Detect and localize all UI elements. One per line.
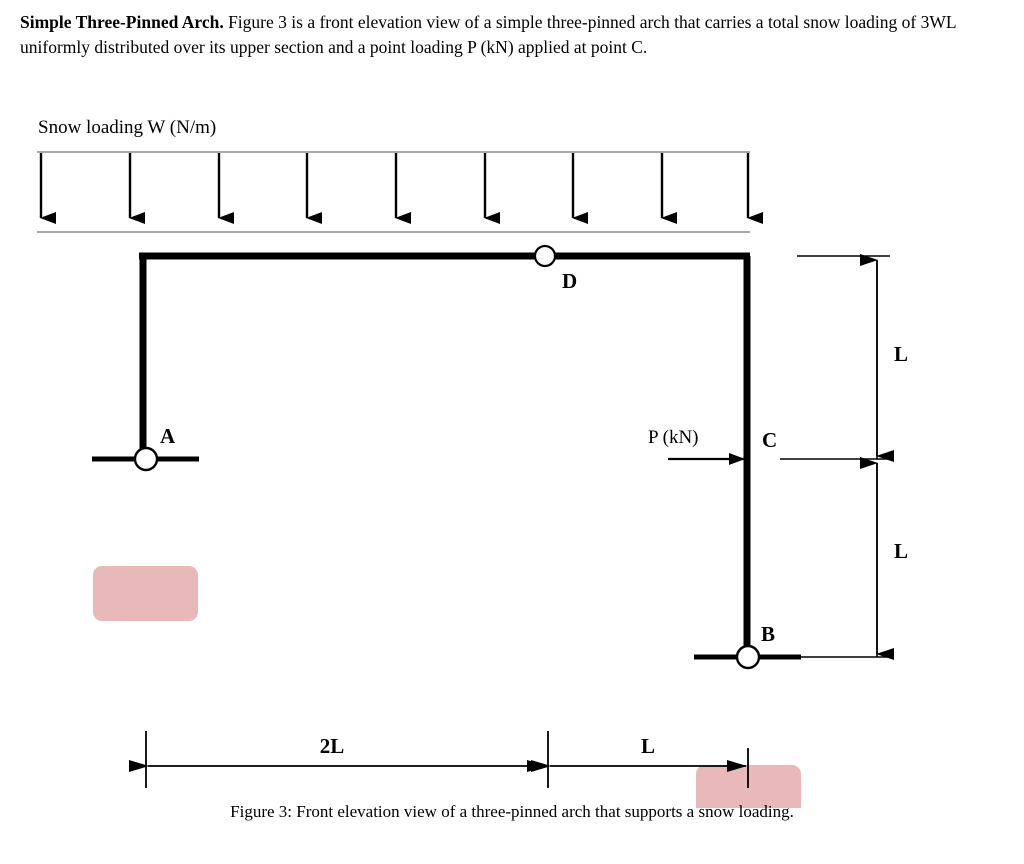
hinge-D-group: D	[533, 244, 577, 293]
problem-body: Figure 3 is a front elevation view of a …	[20, 12, 956, 57]
support-B-base	[696, 765, 801, 820]
arch-diagram-svg: Snow loading W (N/m) D A	[37, 117, 908, 820]
dim-label-vertical-lower: L	[894, 539, 908, 563]
horizontal-dimension-group: 2L L	[129, 731, 749, 788]
figure-diagram: Snow loading W (N/m) D A	[0, 108, 1024, 820]
udl-arrow-set	[39, 153, 763, 224]
support-B-group: B	[694, 622, 801, 820]
support-A-base	[93, 566, 198, 621]
problem-statement: Simple Three-Pinned Arch. Figure 3 is a …	[20, 10, 1004, 60]
figure-caption: Figure 3: Front elevation view of a thre…	[230, 802, 794, 821]
point-load-group: P (kN) C	[648, 427, 777, 465]
problem-title: Simple Three-Pinned Arch.	[20, 12, 224, 32]
vertical-dimension-group: L L	[780, 254, 908, 660]
support-A-label: A	[160, 424, 176, 448]
dim-label-vertical-upper: L	[894, 342, 908, 366]
support-B-label: B	[761, 622, 775, 646]
arch-frame	[139, 252, 751, 658]
dim-label-horizontal-right: L	[641, 734, 655, 758]
dim-label-horizontal-left: 2L	[320, 734, 345, 758]
support-A-pin-icon	[133, 446, 159, 472]
hinge-D-label: D	[562, 269, 577, 293]
support-A-group: A	[92, 424, 199, 621]
snow-load-group: Snow loading W (N/m)	[37, 117, 763, 233]
point-C-label: C	[762, 428, 777, 452]
hinge-D-pin-icon	[533, 244, 557, 268]
point-load-label: P (kN)	[648, 427, 699, 448]
support-B-pin-icon	[735, 644, 761, 670]
snow-load-label: Snow loading W (N/m)	[38, 117, 216, 138]
